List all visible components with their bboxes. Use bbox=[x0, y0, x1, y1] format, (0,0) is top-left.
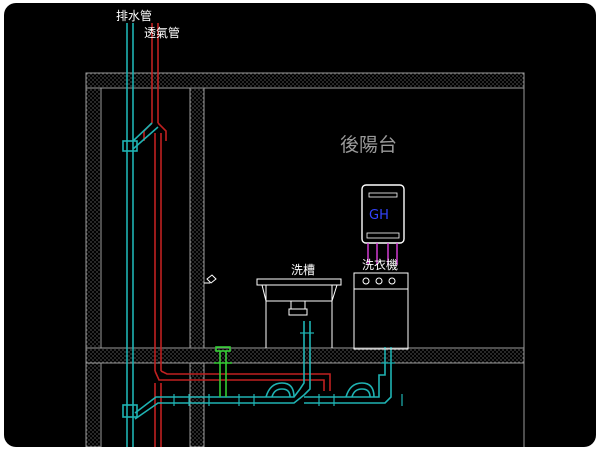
heater-mark: GH bbox=[369, 208, 389, 223]
floor-slab bbox=[85, 347, 525, 364]
drain-pipe-label: 排水管 bbox=[116, 8, 152, 23]
inner-wall-lower bbox=[189, 362, 205, 447]
left-wall-upper bbox=[85, 87, 102, 354]
left-wall-lower bbox=[85, 362, 102, 447]
vent-pipe-label: 透氣管 bbox=[144, 25, 180, 40]
plumbing-diagram: 排水管 透氣管 後陽台 洗槽 洗衣機 GH bbox=[85, 8, 525, 447]
cad-canvas: 排水管 透氣管 後陽台 洗槽 洗衣機 GH bbox=[4, 3, 596, 447]
washer-label: 洗衣機 bbox=[362, 257, 398, 272]
rear-balcony-label: 後陽台 bbox=[340, 134, 397, 156]
faucet bbox=[204, 274, 217, 284]
sink-label: 洗槽 bbox=[291, 263, 315, 277]
floor-trap bbox=[214, 346, 232, 397]
inner-wall bbox=[189, 87, 205, 354]
sink bbox=[256, 278, 342, 348]
pipe-joints bbox=[173, 332, 403, 406]
roof-slab bbox=[85, 72, 525, 89]
water-heater bbox=[361, 184, 405, 265]
drain-pipe bbox=[122, 23, 392, 447]
washing-machine bbox=[353, 272, 409, 350]
building-structure bbox=[85, 72, 525, 447]
vent-pipe bbox=[143, 23, 331, 447]
